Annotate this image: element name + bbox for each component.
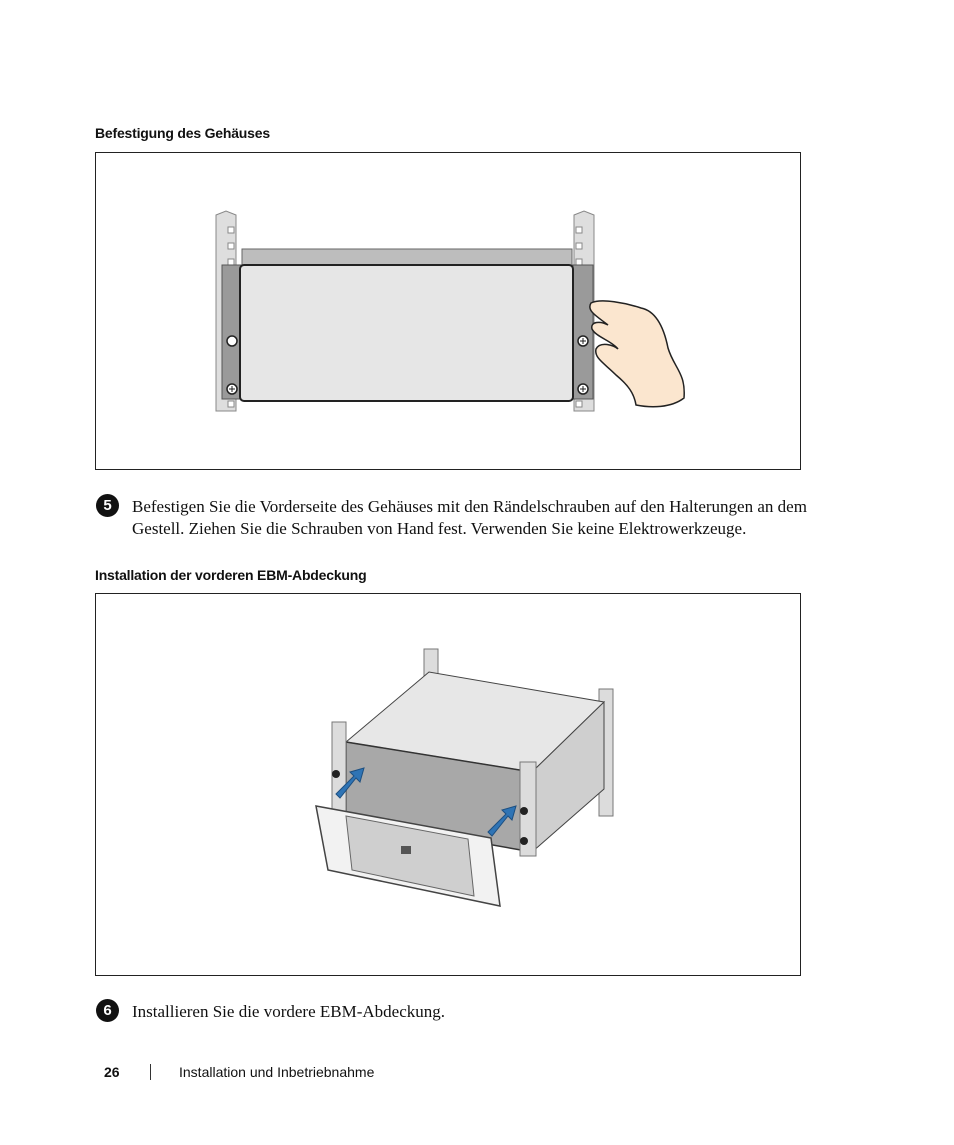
thumbscrew-icon — [226, 335, 589, 395]
figure-ebm-cover — [95, 593, 801, 976]
page-number: 26 — [104, 1064, 120, 1080]
screw-icon — [520, 837, 528, 845]
step-number-badge: 5 — [96, 494, 119, 517]
enclosure-front-panel — [239, 264, 574, 402]
page-footer: 26 Installation und Inbetriebnahme — [104, 1064, 374, 1080]
illustration-ebm-cover-install — [315, 648, 614, 907]
step-number-badge: 6 — [96, 999, 119, 1022]
logo-icon — [401, 846, 411, 854]
hand-icon — [589, 300, 685, 408]
footer-chapter: Installation und Inbetriebnahme — [179, 1064, 375, 1080]
section-heading-ebm-cover: Installation der vorderen EBM-Abdeckung — [95, 567, 367, 583]
front-right-rail — [519, 761, 537, 857]
step-text: Installieren Sie die vordere EBM-Abdecku… — [132, 1002, 445, 1021]
section-heading-enclosure: Befestigung des Gehäuses — [95, 125, 270, 141]
footer-divider — [150, 1064, 151, 1080]
bezel-grille — [345, 815, 475, 897]
screw-icon — [520, 807, 528, 815]
step-6: 6 Installieren Sie die vordere EBM-Abdec… — [96, 999, 836, 1023]
figure-enclosure-mounting — [95, 152, 801, 470]
step-text: Befestigen Sie die Vorderseite des Gehäu… — [132, 497, 807, 538]
enclosure-top — [241, 248, 573, 266]
step-5: 5 Befestigen Sie die Vorderseite des Geh… — [96, 494, 836, 540]
arrow-icon — [487, 805, 517, 837]
right-bracket — [572, 264, 594, 400]
arrow-icon — [335, 767, 365, 799]
illustration-enclosure-front — [215, 210, 685, 412]
screw-icon — [332, 770, 340, 778]
